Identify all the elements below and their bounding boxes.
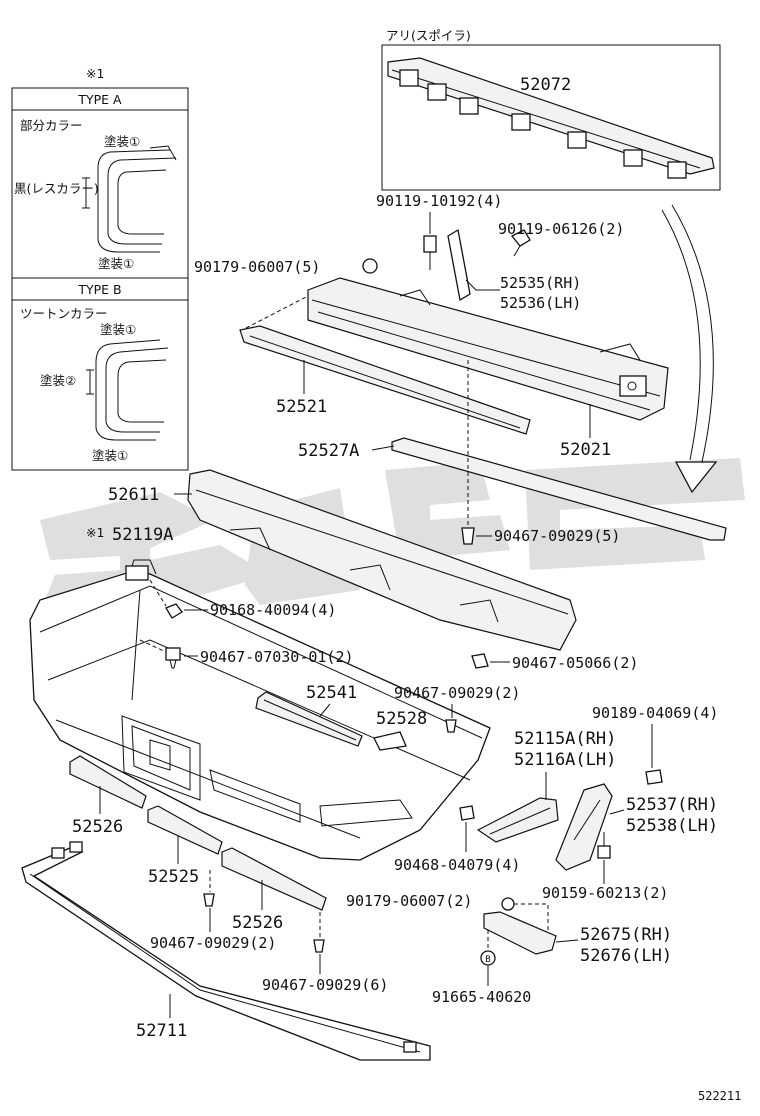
label-52526-right: 52526 — [232, 913, 283, 933]
type-b-title: TYPE B — [77, 282, 121, 297]
label-90119-06126: 90119-06126(2) — [498, 220, 624, 238]
label-52676: 52676(LH) — [580, 946, 672, 966]
clip-90467-09029-2b — [203, 893, 215, 907]
strip-52527A — [391, 437, 727, 541]
type-a-paint1-top: 塗装① — [104, 134, 140, 149]
assembly-arrow — [661, 204, 718, 494]
strip-52526-right — [221, 847, 327, 911]
type-b-paint2: 塗装② — [40, 373, 76, 388]
bolt-head-mark: B — [485, 955, 490, 965]
label-90467-09029-5: 90467-09029(5) — [494, 527, 620, 545]
bumper-cover-52119A — [29, 559, 491, 861]
bracket-52537 — [555, 783, 613, 871]
label-52675: 52675(RH) — [580, 925, 672, 945]
lower-spoiler-52711 — [21, 841, 431, 1061]
clip-90467-09029-2a — [445, 719, 457, 733]
clip-90179-06007-5 — [362, 258, 378, 274]
clip-90467-09029-6 — [313, 939, 325, 953]
label-90467-07030: 90467-07030-01(2) — [200, 648, 354, 666]
type-b-paint1-top: 塗装① — [100, 322, 136, 337]
absorber-52611 — [187, 469, 577, 651]
label-52528: 52528 — [376, 709, 427, 729]
nut-90189-04069 — [645, 769, 663, 785]
label-52527A: 52527A — [298, 441, 359, 461]
label-90159-60213: 90159-60213(2) — [542, 884, 668, 902]
label-52711: 52711 — [136, 1021, 187, 1041]
spoiler-clips — [399, 69, 687, 179]
bolt-91665-40620: B — [480, 950, 496, 966]
type-a-black-label: 黒(レスカラー) — [14, 181, 99, 196]
label-90467-09029-2b: 90467-09029(2) — [150, 934, 276, 952]
figure-id: 522211 — [698, 1089, 741, 1103]
label-91665-40620: 91665-40620 — [432, 988, 531, 1006]
nut-90168-40094 — [165, 603, 183, 619]
type-b-panel: TYPE B ツートンカラー 塗装① 塗装② 塗装① — [11, 277, 189, 471]
label-52538: 52538(LH) — [626, 816, 718, 836]
label-52116A: 52116A(LH) — [514, 750, 616, 770]
label-52611: 52611 — [108, 485, 159, 505]
label-52021: 52021 — [560, 440, 611, 460]
type-a-panel: TYPE A 部分カラー 塗装① 黒(レスカラー) 塗装① — [11, 87, 189, 279]
label-90467-09029-2a: 90467-09029(2) — [394, 684, 520, 702]
label-90179-06007-5: 90179-06007(5) — [194, 258, 320, 276]
label-90179-06007-2: 90179-06007(2) — [346, 892, 472, 910]
clip-90179-06007-2 — [501, 897, 515, 911]
label-52072: 52072 — [520, 75, 571, 95]
note-mark-top: ※1 — [86, 66, 104, 81]
type-a-paint1-bottom: 塗装① — [98, 256, 134, 271]
type-a-title: TYPE A — [77, 92, 122, 107]
bolt-90119-10192 — [423, 235, 437, 270]
label-90189-04069: 90189-04069(4) — [592, 704, 718, 722]
strip-52526-left — [69, 755, 147, 809]
spoiler-panel: アリ(スポイラ) — [381, 28, 721, 191]
bolt-90119-06126 — [510, 229, 531, 257]
clip-90467-05066 — [471, 653, 489, 669]
retainer-52521 — [239, 325, 531, 435]
bracket-52115A — [476, 797, 559, 843]
label-52541: 52541 — [306, 683, 357, 703]
type-b-color-label: ツートンカラー — [20, 306, 108, 321]
label-52119A: 52119A — [112, 525, 173, 545]
label-52536: 52536(LH) — [500, 294, 581, 312]
label-90467-05066: 90467-05066(2) — [512, 654, 638, 672]
label-90467-09029-6: 90467-09029(6) — [262, 976, 388, 994]
reinforcement-52021 — [307, 277, 669, 421]
label-90119-10192: 90119-10192(4) — [376, 192, 502, 210]
screw-90159-60213 — [597, 832, 611, 859]
type-a-color-label: 部分カラー — [20, 118, 83, 133]
label-52115A: 52115A(RH) — [514, 729, 616, 749]
label-90168-40094: 90168-40094(4) — [210, 601, 336, 619]
spoiler-label: アリ(スポイラ) — [386, 28, 471, 43]
strip-52541 — [255, 691, 363, 747]
label-52525: 52525 — [148, 867, 199, 887]
clip-90467-07030 — [165, 647, 181, 669]
bracket-52528 — [373, 731, 407, 751]
label-52526-left: 52526 — [72, 817, 123, 837]
note-mark-52119A: ※1 — [86, 525, 104, 540]
label-52521: 52521 — [276, 397, 327, 417]
clip-90468-04079 — [459, 805, 475, 821]
strip-52525 — [147, 805, 223, 855]
type-b-paint1-bottom: 塗装① — [92, 448, 128, 463]
label-52537: 52537(RH) — [626, 795, 718, 815]
bracket-52675 — [483, 911, 557, 955]
bracket-52535 — [447, 228, 471, 302]
label-52535: 52535(RH) — [500, 274, 581, 292]
clip-90467-09029-5 — [461, 527, 475, 545]
label-90468-04079: 90468-04079(4) — [394, 856, 520, 874]
